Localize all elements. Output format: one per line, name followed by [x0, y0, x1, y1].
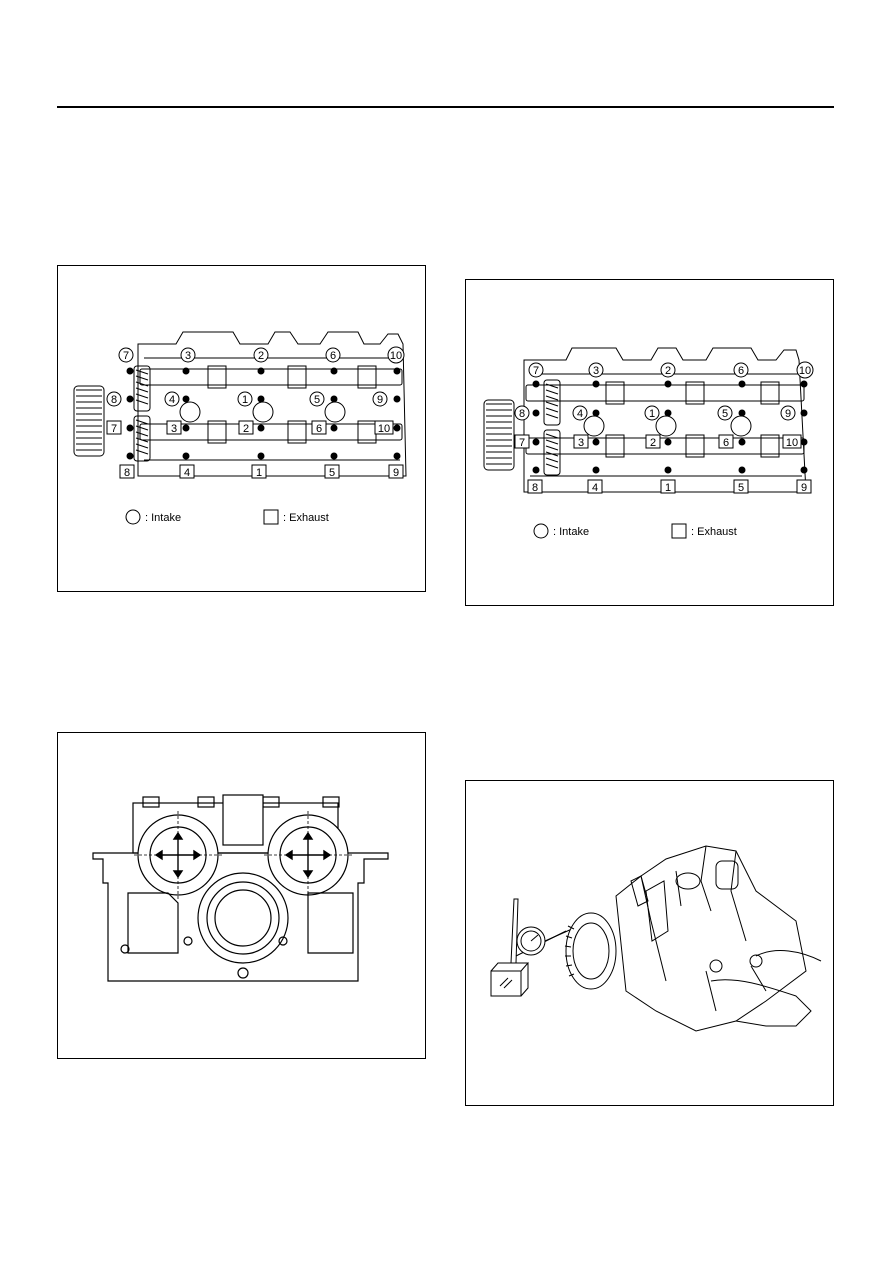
- seq-label: 1: [256, 467, 262, 479]
- figure-bore-measurement: [57, 732, 426, 1059]
- seq-label: 5: [329, 467, 335, 479]
- seq-label: 5: [722, 408, 728, 420]
- cylinder-head-drawing: [92, 794, 389, 982]
- seq-label: 7: [519, 437, 525, 449]
- legend-exhaust: : Exhaust: [283, 512, 329, 524]
- figure-dial-gauge-check: [465, 780, 834, 1106]
- legend-intake: : Intake: [145, 512, 181, 524]
- camshaft-cap-diagram: 7 3 2 6 10 8 4 1 5 9 7 3 2 6 10 8 4 1 5 …: [73, 331, 407, 525]
- seq-label: 4: [184, 467, 190, 479]
- seq-label: 2: [650, 437, 656, 449]
- seq-label: 2: [665, 365, 671, 377]
- seq-label: 10: [799, 365, 811, 377]
- seq-label: 7: [123, 350, 129, 362]
- seq-label: 1: [242, 394, 248, 406]
- seq-label: 9: [801, 482, 807, 494]
- seq-label: 6: [738, 365, 744, 377]
- intake-legend-icon: [533, 523, 549, 539]
- seq-label: 2: [258, 350, 264, 362]
- camshaft-cap-diagram: 7 3 2 6 10 8 4 1 5 9 7 3 2 6 10 8 4 1 5 …: [483, 347, 814, 539]
- seq-label: 5: [738, 482, 744, 494]
- seq-label: 3: [185, 350, 191, 362]
- seq-label: 3: [171, 423, 177, 435]
- seq-label: 10: [390, 350, 402, 362]
- figure-tightening-sequence-right: 7 3 2 6 10 8 4 1 5 9 7 3 2 6 10 8 4 1 5 …: [465, 279, 834, 606]
- seq-label: 6: [723, 437, 729, 449]
- seq-label: 6: [330, 350, 336, 362]
- header-rule: [57, 106, 834, 108]
- seq-label: 5: [314, 394, 320, 406]
- exhaust-legend-icon: [263, 509, 279, 525]
- seq-label: 1: [665, 482, 671, 494]
- seq-label: 9: [393, 467, 399, 479]
- seq-label: 8: [124, 467, 130, 479]
- intake-legend-icon: [125, 509, 141, 525]
- seq-label: 3: [593, 365, 599, 377]
- seq-label: 7: [533, 365, 539, 377]
- measurement-arrows: [154, 831, 332, 879]
- seq-label: 10: [786, 437, 798, 449]
- seq-label: 7: [111, 423, 117, 435]
- seq-label: 4: [577, 408, 583, 420]
- seq-label: 8: [532, 482, 538, 494]
- seq-label: 8: [519, 408, 525, 420]
- dial-gauge-drawing: [490, 845, 822, 1032]
- seq-label: 1: [649, 408, 655, 420]
- seq-label: 2: [243, 423, 249, 435]
- legend-exhaust: : Exhaust: [691, 526, 737, 538]
- legend-intake: : Intake: [553, 526, 589, 538]
- seq-label: 4: [592, 482, 598, 494]
- seq-label: 10: [378, 423, 390, 435]
- seq-label: 3: [578, 437, 584, 449]
- seq-label: 8: [111, 394, 117, 406]
- figure-tightening-sequence-left: 7 3 2 6 10 8 4 1 5 9 7 3 2 6 10 8 4 1 5 …: [57, 265, 426, 592]
- exhaust-legend-icon: [671, 523, 687, 539]
- seq-label: 6: [316, 423, 322, 435]
- seq-label: 9: [377, 394, 383, 406]
- seq-label: 9: [785, 408, 791, 420]
- seq-label: 4: [169, 394, 175, 406]
